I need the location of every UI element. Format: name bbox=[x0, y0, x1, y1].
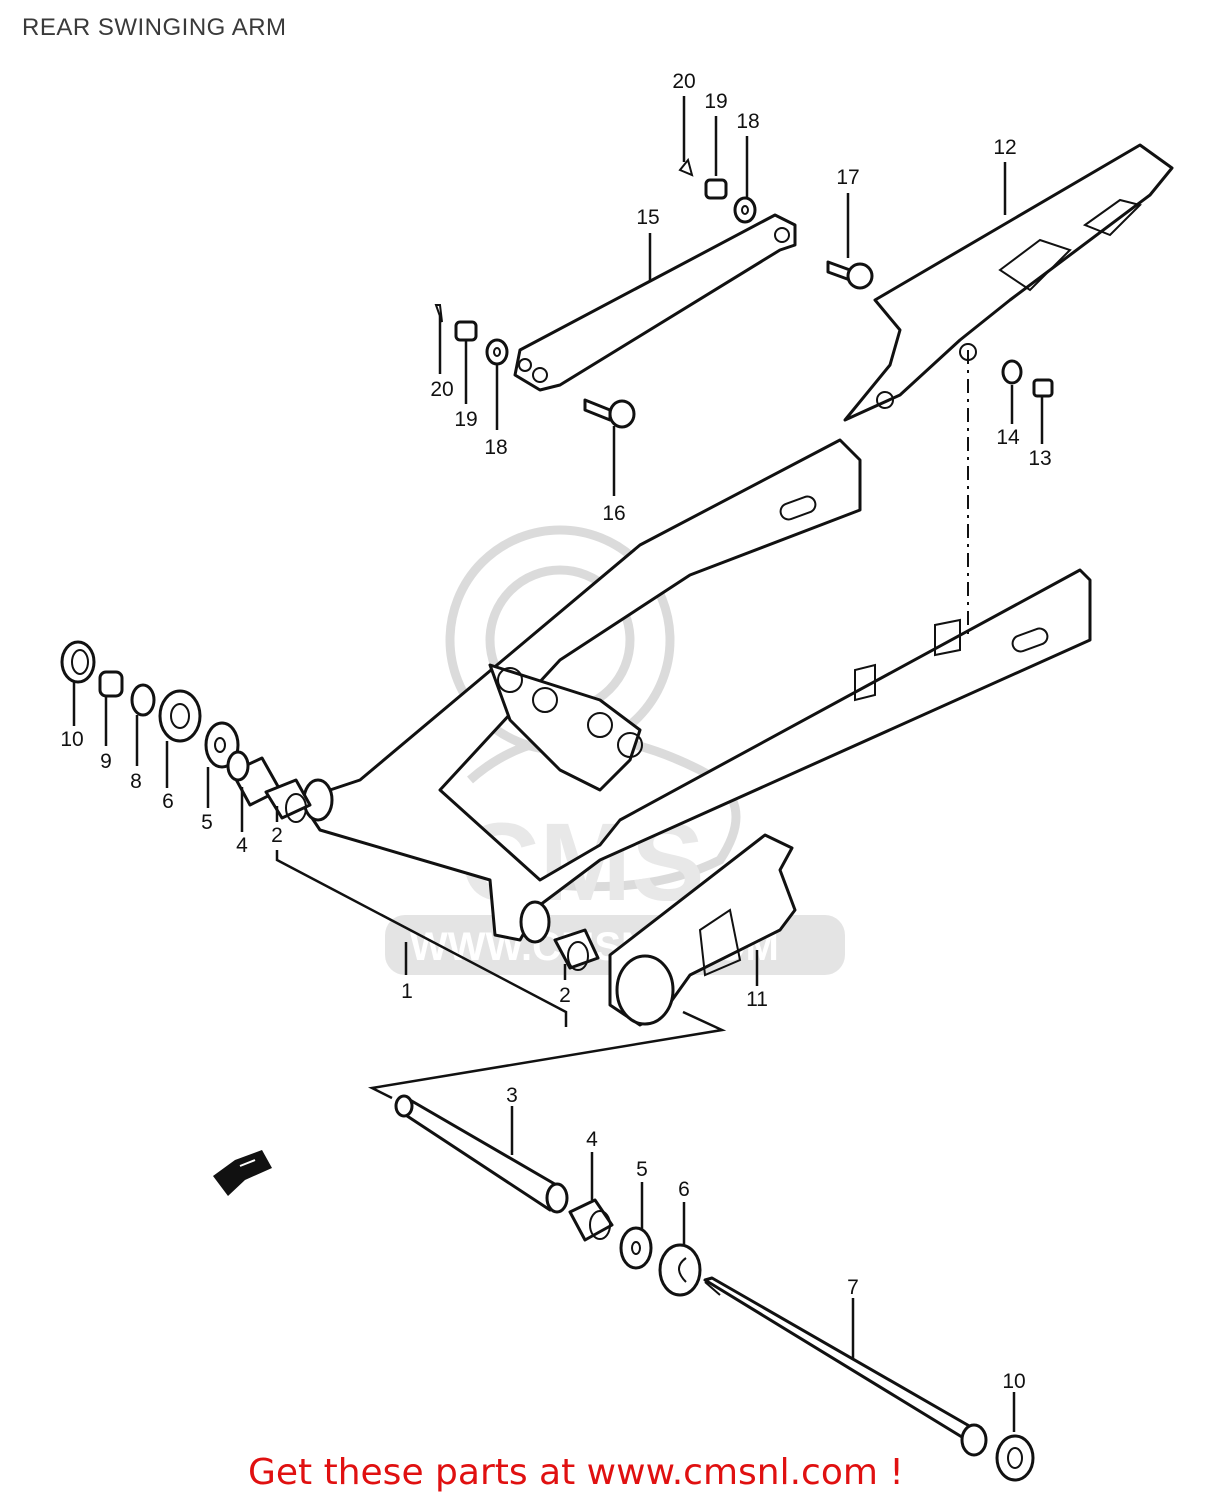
callout-18-top: 18 bbox=[736, 110, 759, 133]
part-torque-link bbox=[513, 213, 797, 392]
part-swing-arm bbox=[298, 438, 1092, 944]
callout-4-left: 4 bbox=[236, 834, 248, 857]
part-circlip-10a bbox=[60, 640, 96, 684]
part-washer-8 bbox=[130, 683, 156, 717]
footer-parts-link[interactable]: Get these parts at www.cmsnl.com ! bbox=[248, 1452, 904, 1493]
callout-17: 17 bbox=[836, 166, 859, 189]
callout-18-mid: 18 bbox=[484, 436, 507, 459]
callout-13: 13 bbox=[1028, 447, 1051, 470]
callout-5-left: 5 bbox=[201, 811, 213, 834]
callout-19-top: 19 bbox=[704, 90, 727, 113]
callout-15: 15 bbox=[636, 206, 659, 229]
part-washer-5b bbox=[619, 1226, 653, 1270]
callout-20-mid: 20 bbox=[430, 378, 453, 401]
part-seal-6b bbox=[658, 1243, 702, 1297]
part-cotter-20b bbox=[434, 304, 443, 323]
callout-6-bottom: 6 bbox=[678, 1178, 690, 1201]
callout-5-bottom: 5 bbox=[636, 1158, 648, 1181]
part-nut-19b bbox=[454, 320, 478, 342]
part-pivot-shaft-7 bbox=[703, 1276, 988, 1457]
callout-2-left: 2 bbox=[271, 824, 283, 847]
callout-14: 14 bbox=[996, 426, 1020, 449]
part-bearing-2b bbox=[553, 928, 600, 971]
part-washer-18a bbox=[733, 196, 757, 224]
callout-20-top: 20 bbox=[672, 70, 695, 93]
part-spacer-4b bbox=[568, 1198, 614, 1242]
part-seal-6a bbox=[158, 689, 202, 743]
part-bolt-13 bbox=[1032, 378, 1054, 398]
callout-3: 3 bbox=[506, 1084, 518, 1107]
part-circlip-10b bbox=[995, 1434, 1035, 1482]
part-chain-adjuster bbox=[608, 833, 797, 1027]
callout-6-left: 6 bbox=[162, 790, 174, 813]
callout-1: 1 bbox=[401, 980, 413, 1003]
callout-7: 7 bbox=[847, 1276, 859, 1299]
callout-11: 11 bbox=[746, 988, 768, 1011]
callout-labels: 20 19 18 15 17 12 20 19 18 16 14 13 10 9… bbox=[60, 70, 1051, 1393]
callout-9: 9 bbox=[100, 750, 112, 773]
part-chain-case bbox=[843, 143, 1174, 422]
callout-19-mid: 19 bbox=[454, 408, 477, 431]
callout-2-right: 2 bbox=[559, 984, 571, 1007]
part-bushing-9 bbox=[98, 670, 124, 698]
leader-lines bbox=[72, 96, 1044, 1432]
callout-16: 16 bbox=[602, 502, 625, 525]
part-washer-18b bbox=[485, 338, 509, 366]
part-washer-14 bbox=[1001, 359, 1023, 385]
part-bolt-16 bbox=[583, 398, 636, 429]
callout-10-bottom: 10 bbox=[1002, 1370, 1025, 1393]
callout-10-left: 10 bbox=[60, 728, 83, 751]
callout-12: 12 bbox=[993, 136, 1016, 159]
diagram-title: REAR SWINGING ARM bbox=[22, 14, 287, 41]
callout-4-bottom: 4 bbox=[586, 1128, 598, 1151]
callout-8: 8 bbox=[130, 770, 142, 793]
part-nut-19a bbox=[704, 178, 728, 200]
front-arrow-icon bbox=[213, 1150, 272, 1196]
part-sleeve-3 bbox=[394, 1094, 569, 1214]
part-cotter-20a bbox=[678, 157, 694, 177]
part-bolt-17 bbox=[826, 260, 874, 290]
